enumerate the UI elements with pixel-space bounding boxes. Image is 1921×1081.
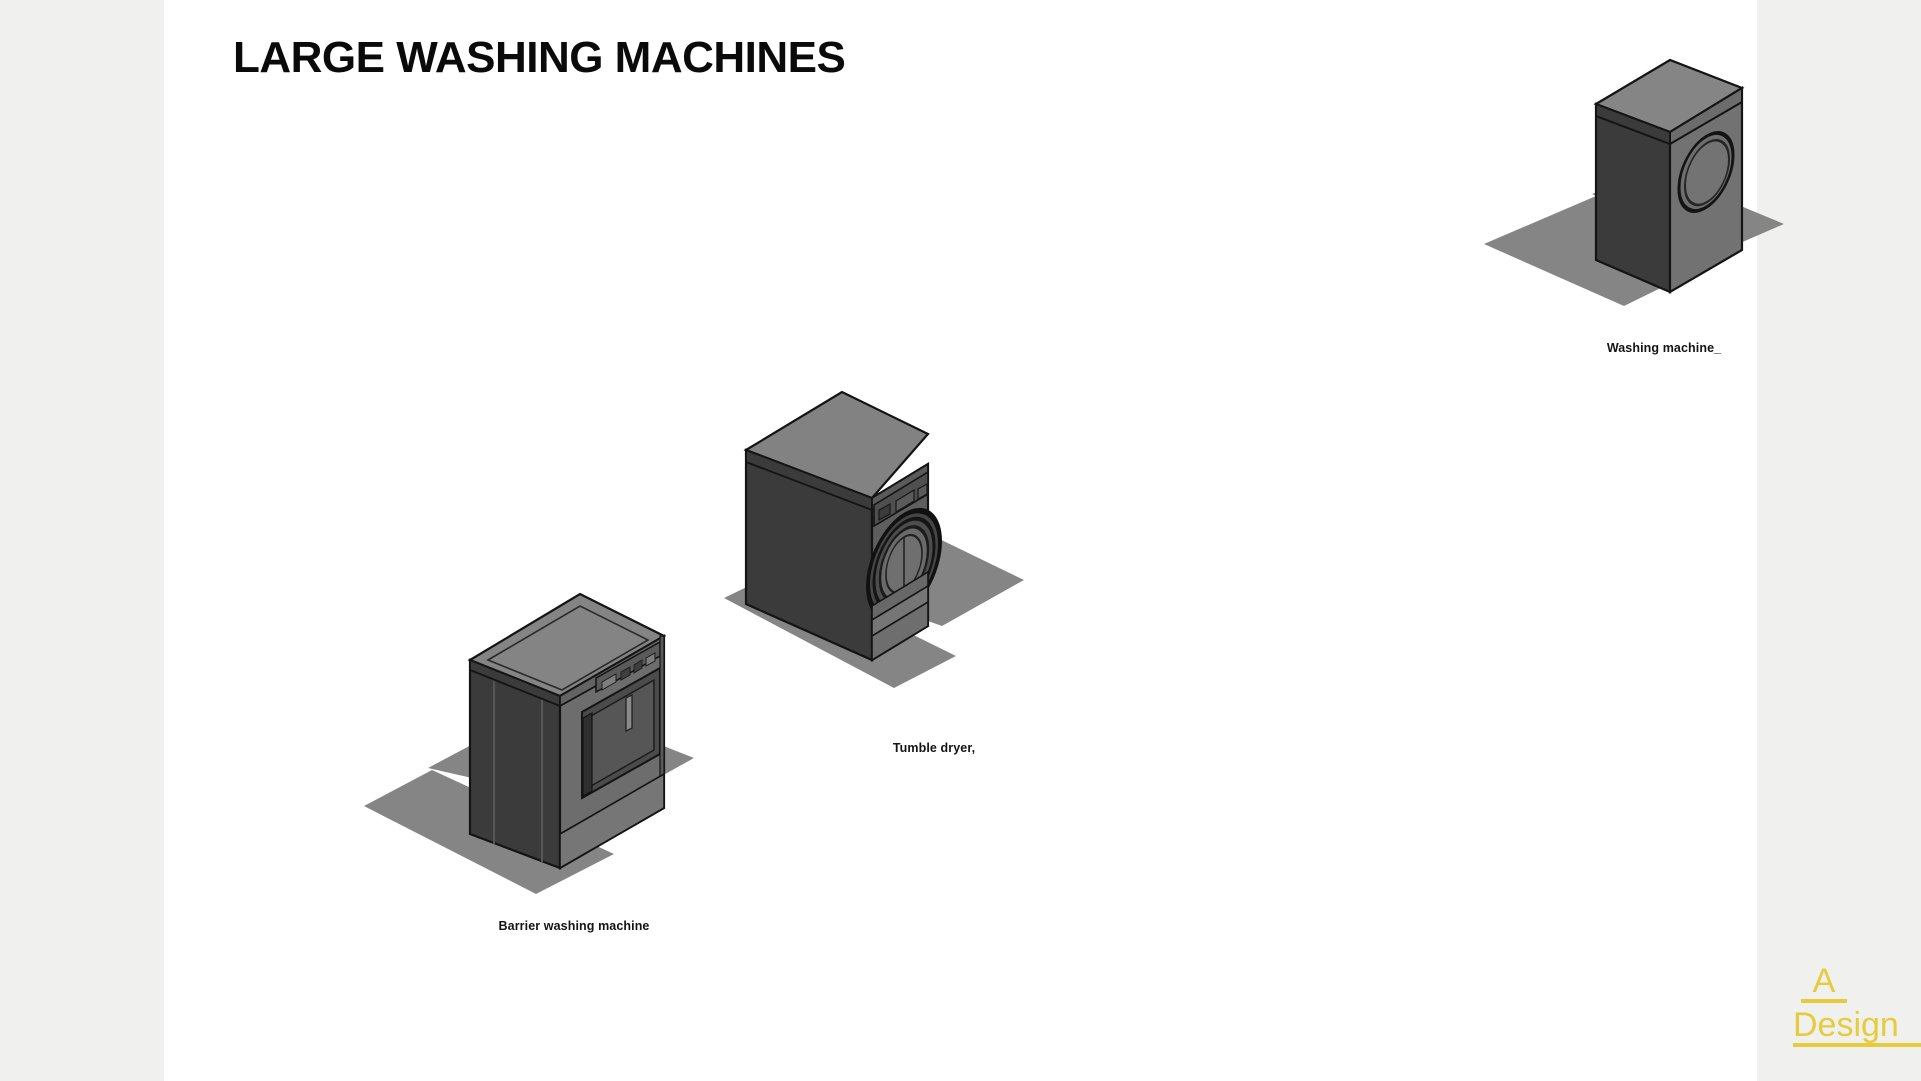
model-tumble-dryer[interactable] (724, 368, 1144, 728)
barrier-door-frame-left (582, 711, 593, 798)
dryer-plinth (871, 600, 929, 662)
washer-door[interactable] (1677, 120, 1735, 223)
barrier-plinth (559, 772, 665, 870)
watermark-line-design: Design (1793, 1008, 1921, 1047)
caption-washing-machine: Washing machine_ (1606, 341, 1722, 355)
watermark-line-a: A (1801, 964, 1847, 1003)
isometric-washing-machine-icon (1484, 58, 1784, 306)
model-barrier-washing-machine[interactable] (364, 572, 784, 912)
page-title: LARGE WASHING MACHINES (233, 33, 846, 82)
isometric-barrier-washing-machine-icon (364, 592, 694, 894)
barrier-panel-button-2[interactable] (633, 659, 643, 674)
dryer-panel-display (895, 488, 915, 514)
dryer-panel-button-2[interactable] (917, 482, 928, 501)
caption-tumble-dryer: Tumble dryer, (892, 741, 976, 755)
washer-lid-right-rim (1669, 86, 1743, 146)
barrier-top-ridge (486, 605, 650, 691)
dryer-panel-button-1[interactable] (878, 502, 891, 522)
washer-door-inner-ring (1684, 138, 1730, 207)
watermark-a-design: A Design (1793, 964, 1921, 1047)
barrier-panel-display (601, 673, 617, 691)
barrier-panel-button-3[interactable] (645, 652, 656, 667)
isometric-tumble-dryer-icon (724, 390, 1024, 688)
barrier-panel-button-1[interactable] (620, 666, 631, 681)
drawing-sheet: LARGE WASHING MACHINES (164, 0, 1784, 1081)
caption-barrier-washing-machine: Barrier washing machine (498, 919, 650, 933)
barrier-door-handle[interactable] (625, 694, 633, 732)
model-washing-machine[interactable] (1484, 44, 1844, 344)
